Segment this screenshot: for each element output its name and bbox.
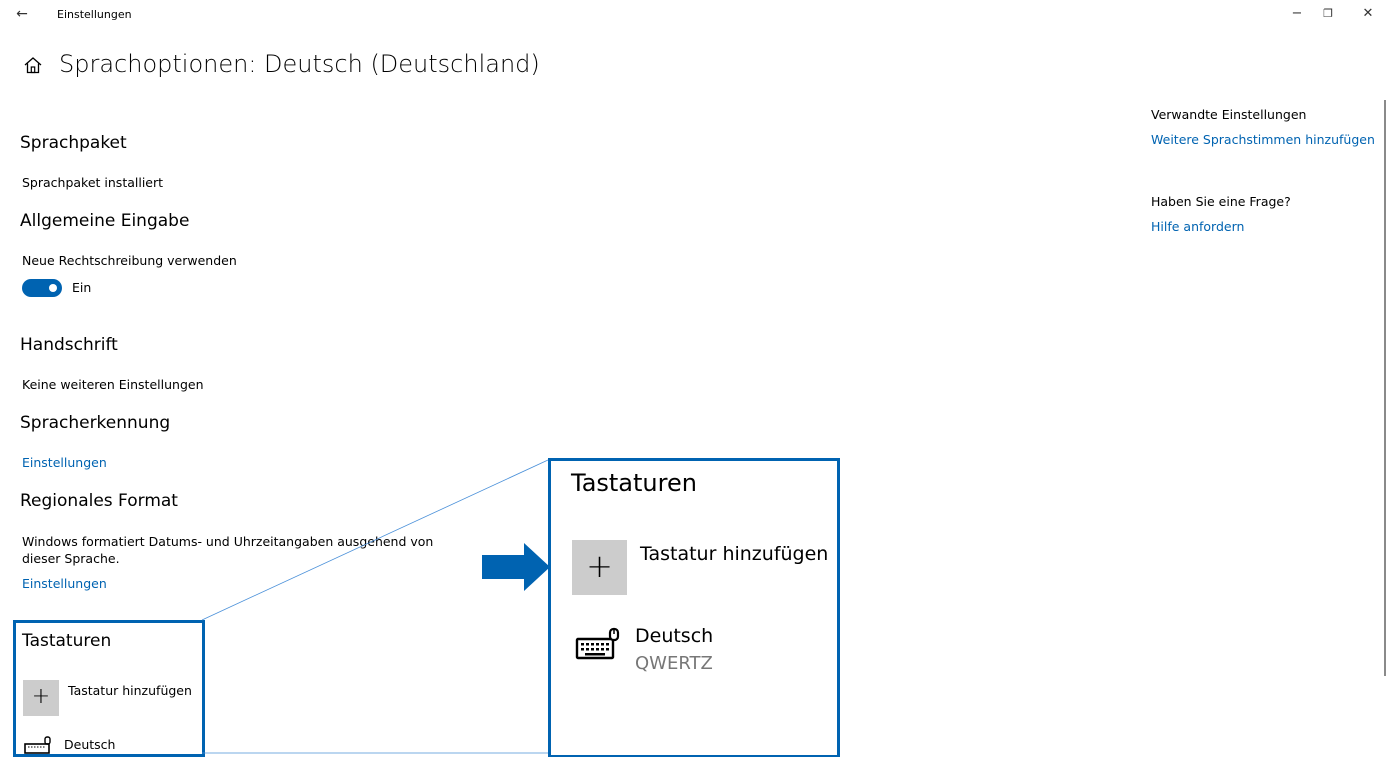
vertical-scrollbar[interactable]: [1384, 100, 1386, 676]
zoom-keyboard-layout: QWERTZ: [635, 653, 713, 674]
related-settings-heading: Verwandte Einstellungen: [1151, 107, 1307, 122]
close-icon[interactable]: ✕: [1362, 6, 1374, 21]
zoom-keyboard-icon: [575, 627, 620, 660]
restore-icon[interactable]: ❐: [1323, 7, 1333, 20]
regionales-format-description: Windows formatiert Datums- und Uhrzeitan…: [22, 534, 434, 566]
spracherkennung-settings-link[interactable]: Einstellungen: [22, 455, 107, 470]
zoom-add-keyboard-label[interactable]: Tastatur hinzufügen: [640, 543, 829, 565]
sprachpaket-status: Sprachpaket installiert: [22, 175, 164, 190]
page-title: Sprachoptionen: Deutsch (Deutschland): [59, 50, 540, 78]
section-heading-handschrift: Handschrift: [20, 335, 118, 355]
section-heading-regionales-format: Regionales Format: [20, 491, 178, 511]
add-keyboard-plus-icon[interactable]: +: [23, 680, 59, 716]
handschrift-status: Keine weiteren Einstellungen: [22, 377, 204, 392]
keyboard-icon: [24, 736, 51, 754]
toggle-knob: [49, 284, 57, 292]
tastaturen-highlight-box: [13, 620, 205, 757]
pointer-arrow-icon: [482, 543, 550, 591]
section-heading-allgemeine-eingabe: Allgemeine Eingabe: [20, 211, 190, 231]
zoom-add-keyboard-plus-icon[interactable]: +: [572, 540, 627, 595]
rechtschreibung-option-label: Neue Rechtschreibung verwenden: [22, 253, 237, 268]
zoom-tastaturen-heading: Tastaturen: [571, 469, 697, 497]
regionales-format-settings-link[interactable]: Einstellungen: [22, 576, 107, 591]
keyboard-language-label[interactable]: Deutsch: [64, 737, 116, 752]
add-voices-link[interactable]: Weitere Sprachstimmen hinzufügen: [1151, 132, 1375, 147]
tastaturen-zoom-callout: [548, 458, 840, 757]
back-arrow-icon[interactable]: ←: [16, 6, 28, 22]
get-help-link[interactable]: Hilfe anfordern: [1151, 219, 1245, 234]
section-heading-tastaturen: Tastaturen: [22, 631, 112, 651]
zoom-keyboard-language[interactable]: Deutsch: [635, 625, 714, 647]
minimize-icon[interactable]: −: [1291, 6, 1303, 21]
section-heading-spracherkennung: Spracherkennung: [20, 413, 171, 433]
add-keyboard-button[interactable]: Tastatur hinzufügen: [68, 683, 192, 698]
rechtschreibung-toggle[interactable]: [22, 279, 62, 297]
home-icon[interactable]: [22, 54, 44, 76]
app-title: Einstellungen: [57, 8, 132, 21]
toggle-state-label: Ein: [72, 280, 92, 295]
question-heading: Haben Sie eine Frage?: [1151, 194, 1291, 209]
section-heading-sprachpaket: Sprachpaket: [20, 133, 127, 153]
